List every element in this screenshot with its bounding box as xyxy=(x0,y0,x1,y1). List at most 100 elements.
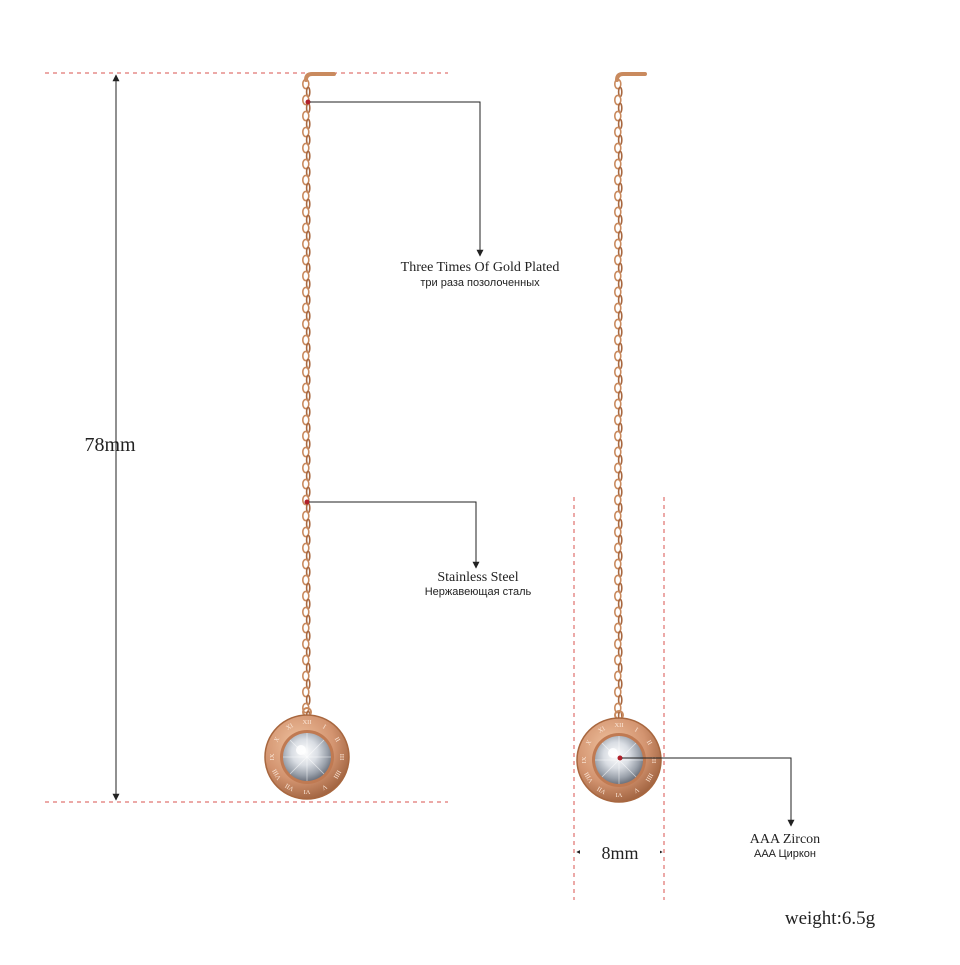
roman-numeral: VI xyxy=(616,791,623,798)
chain-link xyxy=(301,286,310,298)
roman-numeral: VII xyxy=(284,782,295,793)
gem-facet xyxy=(306,756,325,775)
steel-label: Stainless Steel xyxy=(437,570,519,585)
chain-link xyxy=(613,142,622,154)
width-guides xyxy=(573,497,665,900)
roman-numeral: III xyxy=(338,754,345,761)
chain-link xyxy=(613,94,622,106)
chain-link xyxy=(301,414,310,426)
gem-facet xyxy=(601,759,620,778)
zircon-label-ru: AAA Циркон xyxy=(754,848,816,860)
chain-link xyxy=(301,110,310,122)
chain-link xyxy=(613,638,622,650)
chain-link xyxy=(613,574,622,586)
chain-link xyxy=(613,382,622,394)
roman-numeral: II xyxy=(333,736,341,743)
chain-link xyxy=(613,430,622,442)
chain-link xyxy=(301,638,310,650)
chain-link xyxy=(613,702,622,714)
chain-link xyxy=(613,686,622,698)
chain-link xyxy=(301,126,310,138)
chain-link xyxy=(301,158,310,170)
roman-numeral: XI xyxy=(285,722,294,731)
roman-numeral: IIII xyxy=(644,772,654,783)
chain-link xyxy=(613,286,622,298)
chain-link xyxy=(613,366,622,378)
weight-label: weight:6.5g xyxy=(784,908,876,929)
chain-link xyxy=(613,270,622,282)
chain-link xyxy=(301,398,310,410)
zircon-callout xyxy=(617,755,795,827)
chain-link xyxy=(301,494,310,506)
roman-numeral: IX xyxy=(581,756,588,763)
chain-link xyxy=(613,158,622,170)
steel-label-ru: Нержавеющая сталь xyxy=(424,586,532,598)
chain-link xyxy=(301,574,310,586)
gold-plated-label-ru: три раза позолоченных xyxy=(420,277,540,289)
chain-link xyxy=(301,446,310,458)
chain-link xyxy=(301,526,310,538)
chain-link xyxy=(301,174,310,186)
chain-link xyxy=(301,366,310,378)
chain-link xyxy=(301,686,310,698)
chain-link xyxy=(301,270,310,282)
gold-plated-callout xyxy=(305,99,484,257)
chain-link xyxy=(301,222,310,234)
roman-numeral: V xyxy=(632,786,640,795)
zircon-label: AAA Zircon xyxy=(749,832,821,847)
gold-leader-line xyxy=(310,101,484,257)
chain-link xyxy=(613,222,622,234)
chain-link xyxy=(613,174,622,186)
right-ear-pin xyxy=(615,72,647,82)
chain-link xyxy=(613,238,622,250)
gem-highlight xyxy=(608,748,618,758)
gem-facet xyxy=(306,739,325,758)
roman-numeral: XII xyxy=(614,722,623,729)
gold-marker-dot xyxy=(305,99,311,105)
left-ear-pin xyxy=(304,72,336,82)
chain-link xyxy=(613,254,622,266)
chain-link xyxy=(613,126,622,138)
chain-link xyxy=(613,526,622,538)
right-chain xyxy=(613,78,623,730)
gold-plated-label: Three Times Of Gold Plated xyxy=(400,260,560,275)
roman-numeral: X xyxy=(273,736,282,744)
chain-link xyxy=(301,318,310,330)
chain-link xyxy=(613,542,622,554)
chain-link xyxy=(613,398,622,410)
chain-link xyxy=(613,110,622,122)
chain-link xyxy=(301,606,310,618)
chain-link xyxy=(301,590,310,602)
chain-link xyxy=(301,334,310,346)
zircon-marker-dot xyxy=(617,755,623,761)
roman-numeral: I xyxy=(322,724,327,731)
roman-numeral: VIII xyxy=(583,771,595,784)
chain-link xyxy=(613,590,622,602)
roman-numeral: X xyxy=(585,739,594,747)
chain-link xyxy=(301,142,310,154)
gem-facet xyxy=(618,759,637,778)
chain-link xyxy=(613,654,622,666)
chain-link xyxy=(301,350,310,362)
chain-link xyxy=(301,670,310,682)
zircon-leader-line xyxy=(622,757,795,827)
length-label: 78mm xyxy=(84,434,136,456)
chain-link xyxy=(301,622,310,634)
steel-marker-dot xyxy=(304,499,310,505)
chain-link xyxy=(613,190,622,202)
steel-callout xyxy=(304,499,480,569)
chain-link xyxy=(613,206,622,218)
left-chain xyxy=(301,78,311,722)
chain-link xyxy=(301,462,310,474)
chain-link xyxy=(301,478,310,490)
roman-numeral: VII xyxy=(596,785,607,796)
steel-leader-line xyxy=(309,501,480,569)
chain-link xyxy=(301,510,310,522)
chain-link xyxy=(613,446,622,458)
roman-numeral: VI xyxy=(304,788,311,795)
chain-link xyxy=(613,318,622,330)
roman-numeral: XI xyxy=(597,725,606,734)
chain-link xyxy=(613,558,622,570)
